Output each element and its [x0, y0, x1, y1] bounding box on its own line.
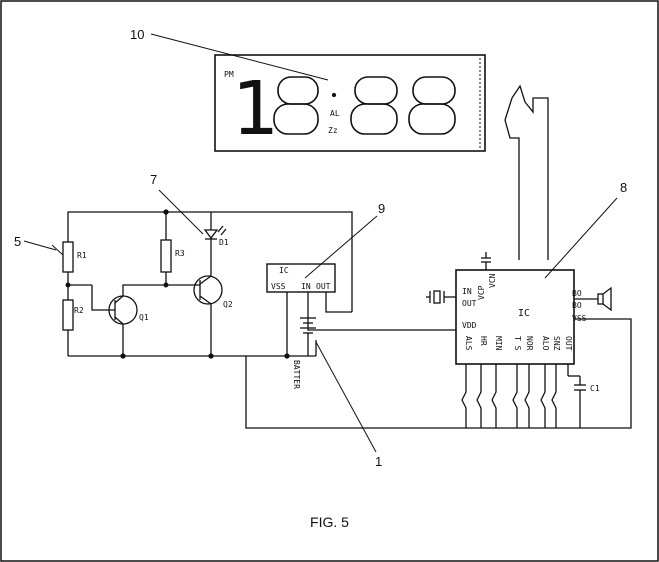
d1-label: D1	[219, 238, 229, 247]
hour-tens-digit: 1	[232, 66, 279, 152]
pin-hr: HR	[479, 336, 488, 346]
main-ic: IC VCP VCN IN OUT VDD BO BO VSS ALS HR M…	[426, 252, 612, 428]
switch-leads	[461, 364, 569, 428]
pin-snz: SNZ	[552, 336, 561, 351]
r3-resistor	[160, 239, 172, 273]
small-ic-pin-out: OUT	[316, 282, 331, 291]
ref-ldr: 5	[14, 234, 21, 249]
q2-transistor	[193, 275, 223, 305]
small-ic-label: IC	[279, 266, 289, 275]
small-ic	[266, 263, 336, 293]
display-connector-arrow	[504, 84, 549, 260]
pin-bo-2: BO	[572, 301, 582, 310]
ref-battery: 1	[375, 454, 382, 469]
vcp-capacitor-icon	[481, 252, 491, 270]
pin-vcn: VCN	[488, 273, 497, 288]
c1-label: C1	[590, 384, 600, 393]
battery-icon	[300, 317, 316, 356]
c1-capacitor-icon	[568, 375, 586, 428]
d1-led-icon	[203, 212, 227, 246]
r1-label: R1	[77, 251, 87, 260]
ref-small-ic: 9	[378, 201, 385, 216]
q1-label: Q1	[139, 313, 149, 322]
q2-label: Q2	[223, 300, 233, 309]
battery-label: BATTER	[292, 360, 301, 389]
alarm-indicator: AL	[330, 109, 340, 118]
ground-return-wire	[245, 318, 632, 429]
figure-caption: FIG. 5	[310, 514, 349, 530]
minute-tens-digit	[350, 76, 398, 135]
speaker-icon	[574, 286, 612, 312]
pin-bo-1: BO	[572, 289, 582, 298]
crystal-icon	[426, 290, 456, 304]
display-frame	[214, 54, 486, 152]
pin-min: MIN	[494, 336, 503, 351]
main-ic-label: IC	[518, 308, 530, 319]
pin-als: ALS	[464, 336, 473, 351]
ref-display: 10	[130, 27, 144, 42]
ref-main-ic: 8	[620, 180, 627, 195]
pm-indicator: PM	[224, 70, 234, 79]
pin-alo: ALO	[541, 336, 550, 351]
pin-vcp: VCP	[477, 285, 486, 300]
colon-dot	[331, 92, 337, 98]
pin-vdd: VDD	[462, 321, 477, 330]
pin-in: IN	[462, 287, 472, 296]
ref-led: 7	[150, 172, 157, 187]
small-ic-pin-vss: VSS	[271, 282, 286, 291]
r2-label: R2	[74, 306, 84, 315]
r2-resistor	[62, 299, 74, 331]
small-ic-pin-in: IN	[301, 282, 311, 291]
r1-resistor	[62, 241, 74, 273]
lcd-display: PM 1 AL Zz	[214, 54, 486, 152]
r3-label: R3	[175, 249, 185, 258]
minute-units-digit	[408, 76, 456, 135]
pin-out-bottom: OUT	[564, 336, 573, 351]
pin-ts: T S	[513, 336, 522, 351]
pin-out-left: OUT	[462, 299, 477, 308]
pin-nor: NOR	[525, 336, 534, 351]
main-ic-bottom-pins: ALS HR MIN T S NOR ALO SNZ OUT	[464, 336, 573, 351]
sensor-circuit: IC VSS IN OUT BATTER	[51, 209, 456, 389]
hour-units-digit	[273, 76, 319, 135]
snooze-indicator: Zz	[328, 126, 338, 135]
